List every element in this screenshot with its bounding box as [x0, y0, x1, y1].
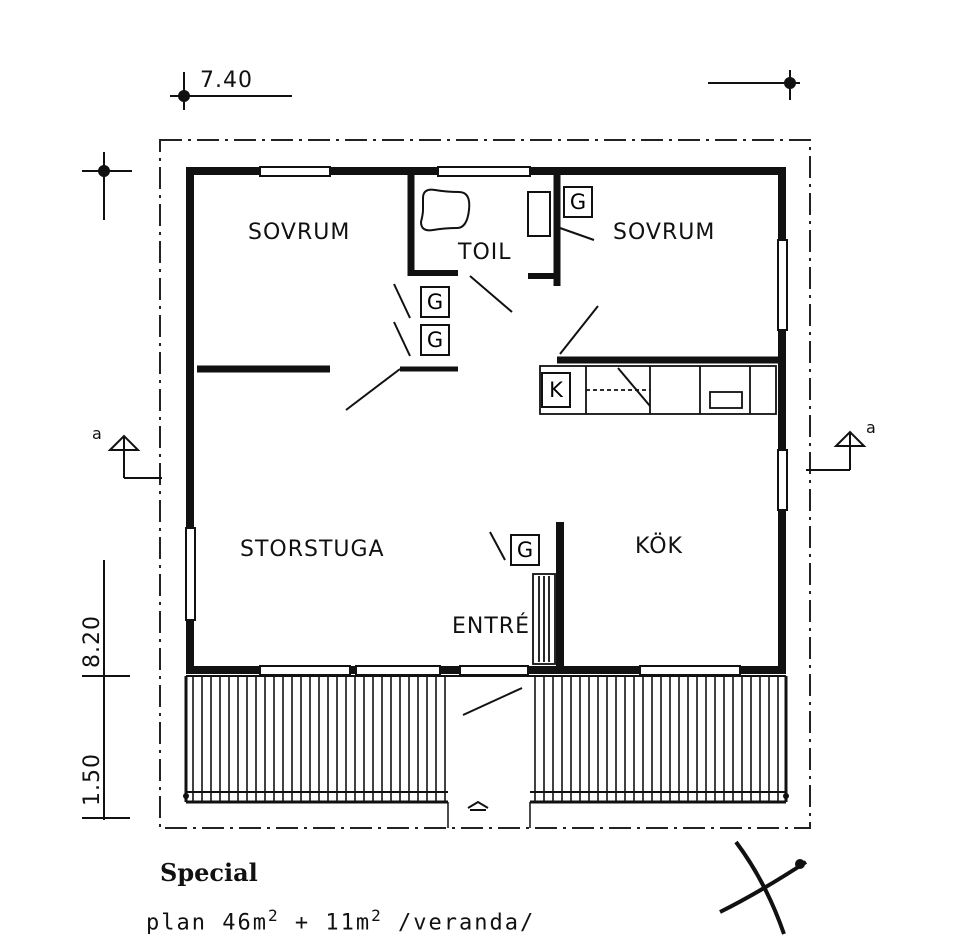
interior-walls — [197, 174, 778, 666]
room-label-toil: TOIL — [458, 240, 512, 265]
section-marker-right-label: a — [866, 418, 876, 437]
dimension-veranda-label: 1.50 — [80, 753, 105, 806]
fixture-g-entry: G — [510, 534, 540, 566]
fixture-g-right-bedroom: G — [563, 186, 593, 218]
door-swings — [345, 227, 651, 561]
section-marker-left-label: a — [92, 424, 102, 443]
caption-area-mid: + 11m — [279, 910, 372, 936]
room-label-entre: ENTRÉ — [452, 614, 530, 639]
north-arrow-icon — [719, 840, 808, 935]
caption-sup-1: 2 — [267, 906, 280, 925]
entry-step — [532, 573, 556, 665]
kitchen-counter — [539, 365, 777, 415]
room-label-storstuga: STORSTUGA — [240, 537, 385, 562]
room-label-sovrum-left: SOVRUM — [248, 220, 351, 245]
caption-area-suffix: /veranda/ — [382, 910, 536, 936]
caption-title: Special — [160, 858, 258, 887]
fixture-g-hall-upper: G — [420, 286, 450, 318]
caption-sup-2: 2 — [371, 906, 383, 925]
sink-fixture — [527, 191, 551, 237]
dimension-depth-label: 8.20 — [80, 615, 105, 668]
windows — [185, 166, 788, 676]
caption-area-prefix: plan 46m — [146, 910, 268, 936]
fixture-k-kitchen: K — [541, 372, 571, 408]
caption-area-line: plan 46m2 + 11m2 /veranda/ — [146, 906, 535, 935]
dimension-lines — [82, 70, 800, 820]
plot-boundary — [159, 139, 811, 829]
fixture-g-hall-lower: G — [420, 324, 450, 356]
room-label-sovrum-right: SOVRUM — [613, 220, 716, 245]
section-markers — [107, 430, 867, 479]
dimension-width-label: 7.40 — [200, 68, 253, 93]
room-label-kok: KÖK — [635, 534, 683, 559]
toilet-fixture — [419, 188, 471, 232]
veranda-decking — [183, 675, 789, 828]
